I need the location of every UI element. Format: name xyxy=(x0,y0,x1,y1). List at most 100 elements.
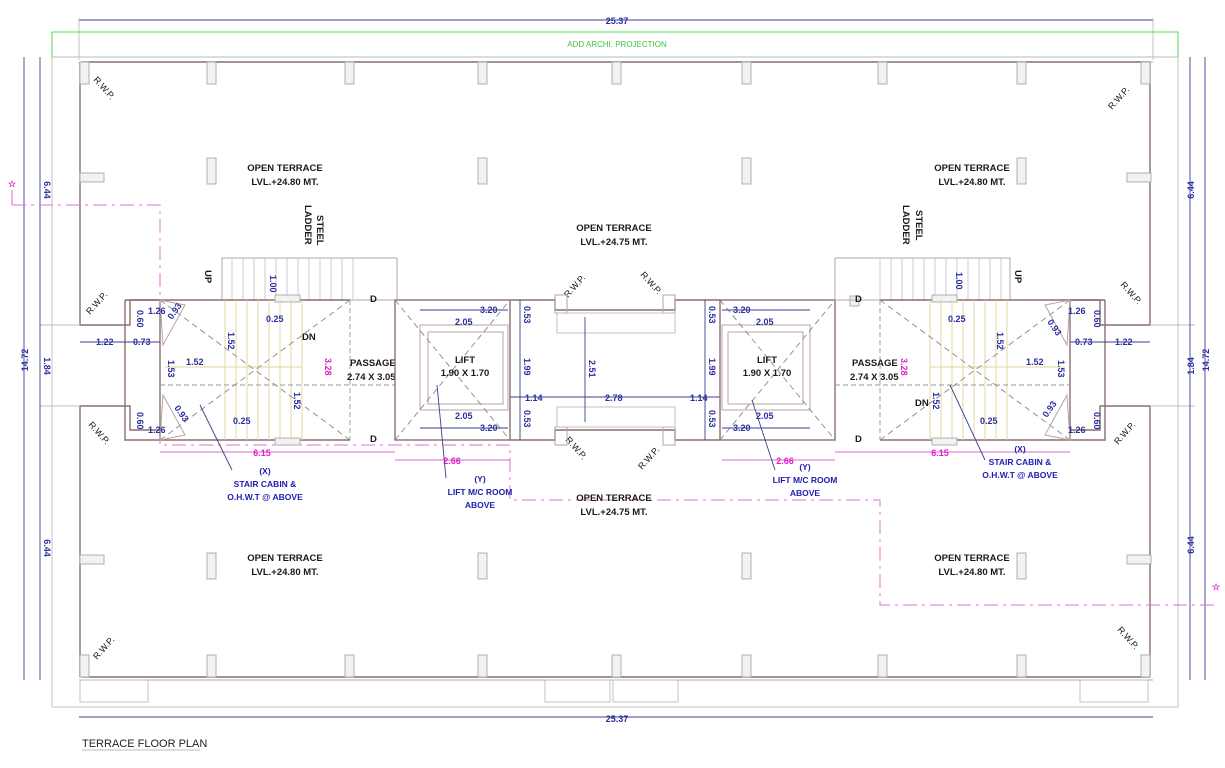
svg-text:☆: ☆ xyxy=(1212,582,1221,592)
svg-text:1.53: 1.53 xyxy=(1056,360,1066,378)
door-label: D xyxy=(370,294,377,305)
rwp-bottom-right: R.W.P. xyxy=(1116,625,1141,652)
rwp-mid-left-upper: R.W.P. xyxy=(84,290,109,317)
svg-text:1.52: 1.52 xyxy=(995,332,1005,350)
top-width-dimension: 25.37 xyxy=(606,16,629,26)
passage-name: PASSAGE xyxy=(350,358,396,369)
left-stair-block xyxy=(124,257,398,446)
passage-size: 2.74 X 3.05 xyxy=(347,372,396,383)
rwp-center-upper-right: R.W.P. xyxy=(639,270,664,297)
svg-text:(X): (X) xyxy=(259,466,271,476)
lift-size: 1.90 X 1.70 xyxy=(441,368,490,379)
lift-room-note-left: (Y) LIFT M/C ROOM ABOVE xyxy=(436,384,512,510)
svg-text:OPEN TERRACE: OPEN TERRACE xyxy=(934,163,1009,174)
svg-text:1.26: 1.26 xyxy=(1068,425,1086,435)
rwp-center-lower-right: R.W.P. xyxy=(636,445,661,472)
passage-size: 2.74 X 3.05 xyxy=(850,372,899,383)
lift-room-note-right: (Y) LIFT M/C ROOM ABOVE xyxy=(751,399,838,498)
left-upper-dimension: 6.44 xyxy=(42,181,52,199)
lift-name: LIFT xyxy=(757,355,777,366)
center-connector: 0.53 1.99 0.53 2.51 1.14 2.78 1.14 0.53 … xyxy=(510,294,720,446)
svg-text:☆: ☆ xyxy=(8,179,17,189)
left-middle-dimension: 1.84 xyxy=(42,357,52,375)
steel-ladder-line2: LADDER xyxy=(900,205,911,245)
svg-text:O.H.W.T @ ABOVE: O.H.W.T @ ABOVE xyxy=(982,470,1058,480)
right-upper-dimension: 6.44 xyxy=(1186,181,1196,199)
left-dimensions: 14.72 6.44 1.84 6.44 ☆ xyxy=(8,57,52,680)
svg-text:2.05: 2.05 xyxy=(455,317,473,327)
left-lower-dimension: 6.44 xyxy=(42,539,52,557)
svg-text:OPEN TERRACE: OPEN TERRACE xyxy=(576,493,651,504)
right-lift-block: LIFT 1.90 X 1.70 3.20 2.05 2.05 3.20 2.6… xyxy=(719,299,836,466)
svg-text:2.05: 2.05 xyxy=(455,411,473,421)
rwp-top-left: R.W.P. xyxy=(92,75,117,102)
door-label: D xyxy=(370,434,377,445)
svg-text:LVL.+24.75 MT.: LVL.+24.75 MT. xyxy=(580,237,647,248)
archi-projection-band: ADD ARCHI. PROJECTION xyxy=(51,31,1179,58)
svg-text:(Y): (Y) xyxy=(474,474,486,484)
dn-label: DN xyxy=(302,332,316,343)
steel-ladder-line1: STEEL xyxy=(314,215,325,246)
svg-text:OPEN TERRACE: OPEN TERRACE xyxy=(576,223,651,234)
rwp-mid-left-lower: R.W.P. xyxy=(87,420,112,447)
svg-text:STAIR CABIN &: STAIR CABIN & xyxy=(989,457,1052,467)
svg-text:OPEN TERRACE: OPEN TERRACE xyxy=(247,553,322,564)
stair-cabin-note-left: (X) STAIR CABIN & O.H.W.T @ ABOVE xyxy=(199,404,303,502)
steel-ladder-line1: STEEL xyxy=(913,210,924,241)
svg-text:LVL.+24.80 MT.: LVL.+24.80 MT. xyxy=(938,567,1005,578)
terrace-label-bottom-center: OPEN TERRACE LVL.+24.75 MT. xyxy=(576,493,651,518)
left-total-height: 14.72 xyxy=(20,349,30,372)
left-lift-block: LIFT 1.90 X 1.70 3.20 2.05 2.05 3.20 2.6… xyxy=(394,299,511,466)
rwp-bottom-left: R.W.P. xyxy=(91,635,116,662)
svg-text:3.28: 3.28 xyxy=(323,358,333,376)
right-stair-labels: UP STEEL LADDER DN D D PASSAGE 2.74 X 3.… xyxy=(835,205,1150,458)
terrace-label-top-right: OPEN TERRACE LVL.+24.80 MT. xyxy=(934,163,1009,188)
svg-text:0.25: 0.25 xyxy=(948,314,966,324)
svg-text:0.60: 0.60 xyxy=(135,412,145,430)
svg-text:1.26: 1.26 xyxy=(1068,306,1086,316)
rwp-top-right: R.W.P. xyxy=(1106,85,1131,112)
svg-text:LIFT M/C ROOM: LIFT M/C ROOM xyxy=(773,475,838,485)
terrace-label-bottom-left: OPEN TERRACE LVL.+24.80 MT. xyxy=(247,553,322,578)
svg-text:1.26: 1.26 xyxy=(148,425,166,435)
outer-walls xyxy=(40,56,1195,708)
svg-text:2.78: 2.78 xyxy=(605,393,623,403)
svg-text:(Y): (Y) xyxy=(799,462,811,472)
svg-text:0.25: 0.25 xyxy=(233,416,251,426)
svg-text:0.93: 0.93 xyxy=(1040,399,1058,419)
svg-text:LVL.+24.80 MT.: LVL.+24.80 MT. xyxy=(251,567,318,578)
svg-text:STAIR CABIN &: STAIR CABIN & xyxy=(234,479,297,489)
rwp-mid-right-upper: R.W.P. xyxy=(1119,280,1144,307)
svg-text:0.53: 0.53 xyxy=(707,410,717,428)
svg-text:LVL.+24.80 MT.: LVL.+24.80 MT. xyxy=(938,177,1005,188)
right-lower-dimension: 6.44 xyxy=(1186,536,1196,554)
steel-ladder-line2: LADDER xyxy=(302,205,313,245)
svg-text:2.66: 2.66 xyxy=(443,456,461,466)
svg-text:1.52: 1.52 xyxy=(186,357,204,367)
svg-text:ABOVE: ABOVE xyxy=(465,500,496,510)
svg-text:1.14: 1.14 xyxy=(525,393,543,403)
projection-label: ADD ARCHI. PROJECTION xyxy=(567,40,667,49)
svg-text:1.53: 1.53 xyxy=(166,360,176,378)
drawing-title-text: TERRACE FLOOR PLAN xyxy=(82,738,207,750)
svg-text:2.51: 2.51 xyxy=(587,360,597,378)
up-label: UP xyxy=(202,270,213,284)
svg-text:2.66: 2.66 xyxy=(776,456,794,466)
svg-text:0.53: 0.53 xyxy=(522,306,532,324)
svg-text:OPEN TERRACE: OPEN TERRACE xyxy=(247,163,322,174)
svg-text:1.99: 1.99 xyxy=(522,358,532,376)
lift-size: 1.90 X 1.70 xyxy=(743,368,792,379)
terrace-label-top-center: OPEN TERRACE LVL.+24.75 MT. xyxy=(576,223,651,248)
svg-text:1.52: 1.52 xyxy=(226,332,236,350)
svg-text:2.05: 2.05 xyxy=(756,411,774,421)
svg-text:1.52: 1.52 xyxy=(1026,357,1044,367)
svg-text:1.26: 1.26 xyxy=(148,306,166,316)
door-label: D xyxy=(855,294,862,305)
rwp-mid-right-lower: R.W.P. xyxy=(1112,420,1137,447)
right-stair-block xyxy=(834,257,1106,446)
svg-text:0.60: 0.60 xyxy=(135,310,145,328)
svg-text:0.93: 0.93 xyxy=(172,403,190,423)
svg-text:1.52: 1.52 xyxy=(292,392,302,410)
columns xyxy=(79,61,1152,678)
